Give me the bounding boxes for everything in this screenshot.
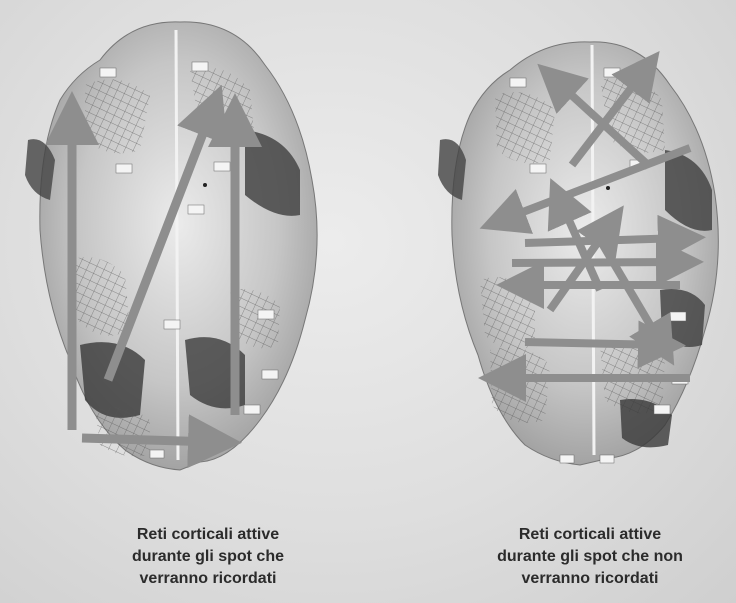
right-caption: Reti corticali attive durante gli spot c… bbox=[440, 524, 736, 590]
left-caption-line: durante gli spot che bbox=[58, 546, 358, 568]
left-caption: Reti corticali attive durante gli spot c… bbox=[58, 524, 358, 590]
brain-figure bbox=[0, 0, 736, 500]
left-caption-line: verranno ricordati bbox=[58, 568, 358, 590]
left-brain-map bbox=[25, 22, 317, 470]
left-caption-line: Reti corticali attive bbox=[58, 524, 358, 546]
right-caption-line: verranno ricordati bbox=[440, 568, 736, 590]
right-caption-line: durante gli spot che non bbox=[440, 546, 736, 568]
right-brain-map bbox=[438, 42, 718, 465]
right-caption-line: Reti corticali attive bbox=[440, 524, 736, 546]
